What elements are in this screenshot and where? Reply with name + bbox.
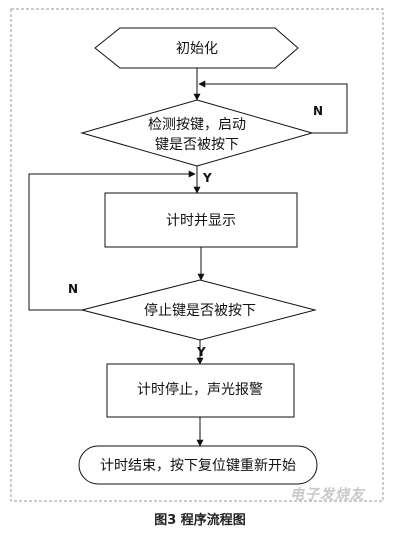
check-no-label: N [313,104,323,118]
check-key-label-line1: 检测按键，启动 [148,117,246,133]
watermark-logo: 电子发烧友 [290,487,365,503]
check-key-label-line2: 键是否被按下 [155,137,239,153]
edge-stop-no-loop [28,170,196,311]
stop-check-label: 停止键是否被按下 [144,302,256,319]
end-node [78,445,318,485]
stop-no-label: N [68,282,78,296]
timing-display-label: 计时并显示 [166,213,236,229]
edge-check-no-loop [198,80,348,134]
end-label: 计时结束，按下复位键重新开始 [100,457,296,474]
stop-yes-label: Y [196,345,206,359]
check-key-node [80,99,314,167]
stop-alarm-label: 计时停止，声光报警 [137,381,263,398]
figure-frame [10,8,384,502]
stop-alarm-node [106,363,295,418]
check-yes-label: Y [202,171,212,185]
init-label: 初始化 [176,40,218,57]
init-node [94,27,299,69]
figure-caption: 图3 程序流程图 [154,513,246,528]
